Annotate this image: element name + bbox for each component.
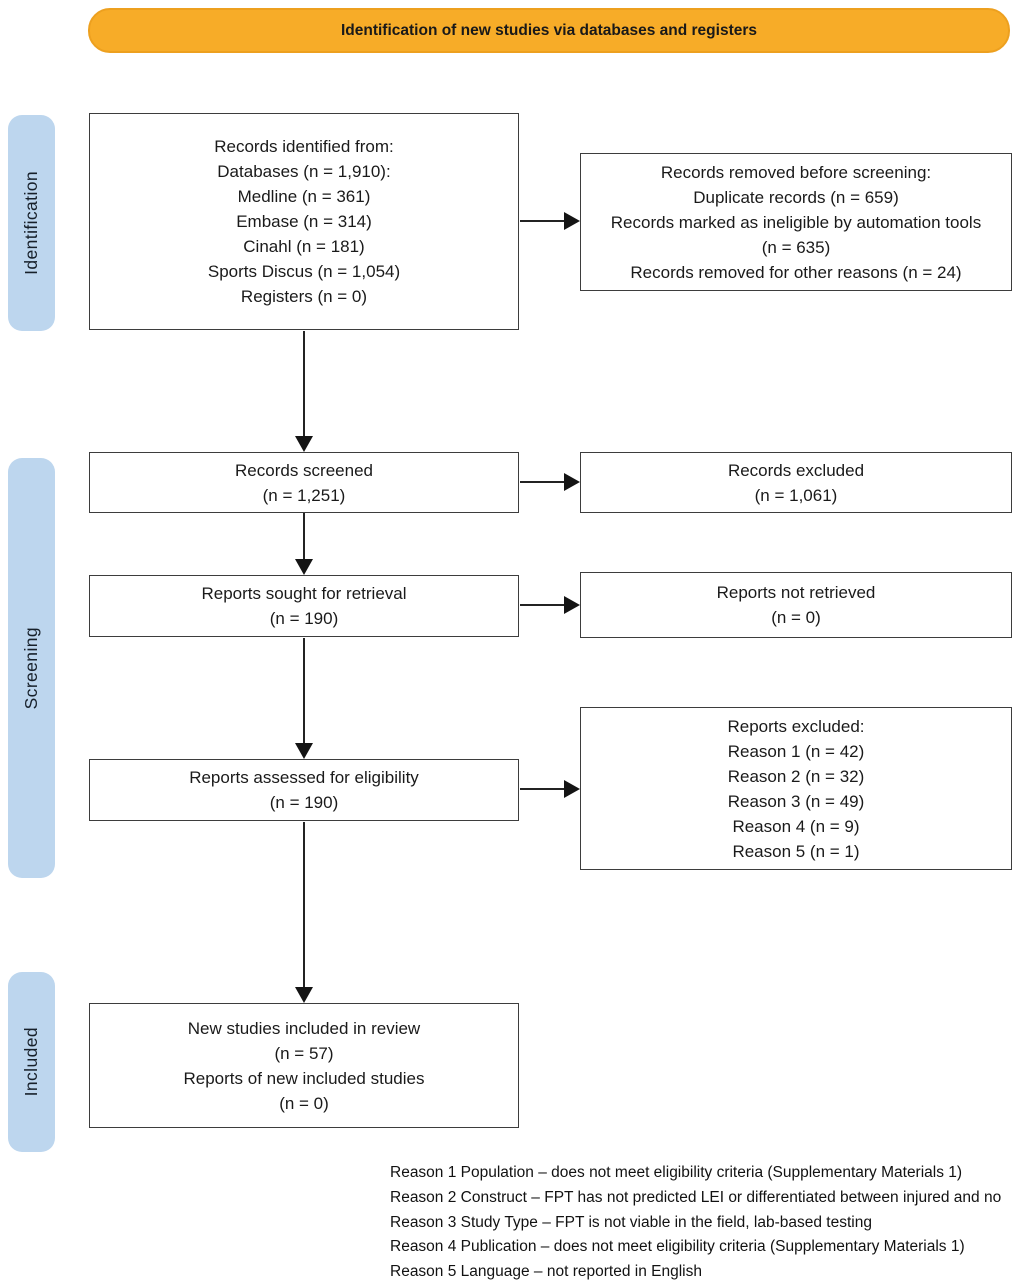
arrowhead-right-icon [564, 212, 580, 230]
box-line: (n = 190) [269, 609, 339, 628]
stage-label-identification: Identification [8, 115, 55, 331]
box-line: (n = 0) [279, 1093, 329, 1113]
footnote-reason-4: Reason 4 Publication – does not meet eli… [390, 1238, 965, 1256]
footnotes: Reason 1 Population – does not meet elig… [390, 1161, 1017, 1280]
footnote-reason-2: Reason 2 Construct – FPT has not predict… [390, 1188, 1002, 1206]
flow-box-records-identified: Records identified from: Databases (n = … [89, 113, 519, 330]
box-line: Reason 4 (n = 9) [732, 816, 860, 836]
arrow-line [520, 604, 565, 606]
box-line: Reports of new included studies [183, 1068, 425, 1088]
flow-box-records-screened: Records screened (n = 1,251) [89, 452, 519, 513]
arrow-line [303, 638, 305, 744]
stage-label-screening: Screening [8, 458, 55, 878]
box-line: Reports excluded: [727, 716, 865, 736]
box-line: Reports assessed for eligibility [189, 768, 419, 787]
flow-box-records-removed: Records removed before screening: Duplic… [580, 153, 1012, 291]
box-line: (n = 0) [771, 608, 821, 627]
flow-box-records-excluded: Records excluded (n = 1,061) [580, 452, 1012, 513]
arrow-line [520, 788, 565, 790]
box-line: Reason 2 (n = 32) [727, 766, 865, 786]
flow-box-reports-assessed: Reports assessed for eligibility (n = 19… [89, 759, 519, 821]
box-line: Records excluded [727, 460, 865, 480]
box-line: New studies included in review [187, 1018, 421, 1038]
box-line: Medline (n = 361) [237, 187, 371, 206]
arrowhead-down-icon [295, 559, 313, 575]
box-line: Duplicate records (n = 659) [693, 187, 899, 207]
box-line: Records marked as ineligible by automati… [610, 212, 982, 257]
box-line: (n = 190) [269, 793, 339, 812]
box-line: Reports not retrieved [716, 583, 876, 602]
box-line: Records removed for other reasons (n = 2… [630, 262, 962, 282]
arrow-line [303, 513, 305, 560]
footnote-reason-1: Reason 1 Population – does not meet elig… [390, 1164, 963, 1181]
box-line: Records identified from: [214, 137, 394, 156]
box-line: Reason 1 (n = 42) [727, 741, 865, 761]
flow-box-reports-excluded: Reports excluded: Reason 1 (n = 42) Reas… [580, 707, 1012, 870]
box-line: (n = 57) [274, 1043, 334, 1063]
arrowhead-down-icon [295, 436, 313, 452]
box-line: Reports sought for retrieval [201, 584, 407, 603]
box-line: Reason 5 (n = 1) [732, 841, 860, 861]
box-line: Sports Discus (n = 1,054) [207, 262, 401, 281]
stage-label-included: Included [8, 972, 55, 1152]
flow-box-reports-not-retrieved: Reports not retrieved (n = 0) [580, 572, 1012, 638]
footnote-reason-5: Reason 5 Language – not reported in Engl… [390, 1263, 702, 1280]
banner-title: Identification of new studies via databa… [88, 8, 1010, 53]
flow-box-new-studies-included: New studies included in review (n = 57) … [89, 1003, 519, 1128]
stage-screening-text: Screening [21, 626, 41, 710]
box-line: Cinahl (n = 181) [243, 237, 365, 256]
flow-box-reports-sought: Reports sought for retrieval (n = 190) [89, 575, 519, 637]
arrow-line [520, 481, 565, 483]
arrow-line [303, 331, 305, 437]
box-line: (n = 1,061) [754, 485, 838, 505]
arrowhead-down-icon [295, 743, 313, 759]
box-line: Registers (n = 0) [240, 287, 368, 306]
stage-included-text: Included [21, 1027, 41, 1097]
arrowhead-down-icon [295, 987, 313, 1003]
arrowhead-right-icon [564, 780, 580, 798]
footnote-reason-3: Reason 3 Study Type – FPT is not viable … [390, 1213, 872, 1231]
box-line: (n = 1,251) [262, 485, 346, 505]
box-line: Embase (n = 314) [236, 212, 372, 231]
arrow-line [520, 220, 565, 222]
arrowhead-right-icon [564, 596, 580, 614]
banner-label: Identification of new studies via databa… [340, 21, 758, 39]
box-line: Records screened [235, 460, 373, 480]
arrowhead-right-icon [564, 473, 580, 491]
box-line: Records removed before screening: [660, 162, 932, 182]
arrow-line [303, 822, 305, 988]
box-line: Reason 3 (n = 49) [727, 791, 865, 811]
box-line: Databases (n = 1,910): [217, 162, 391, 181]
stage-identification-text: Identification [21, 171, 41, 275]
